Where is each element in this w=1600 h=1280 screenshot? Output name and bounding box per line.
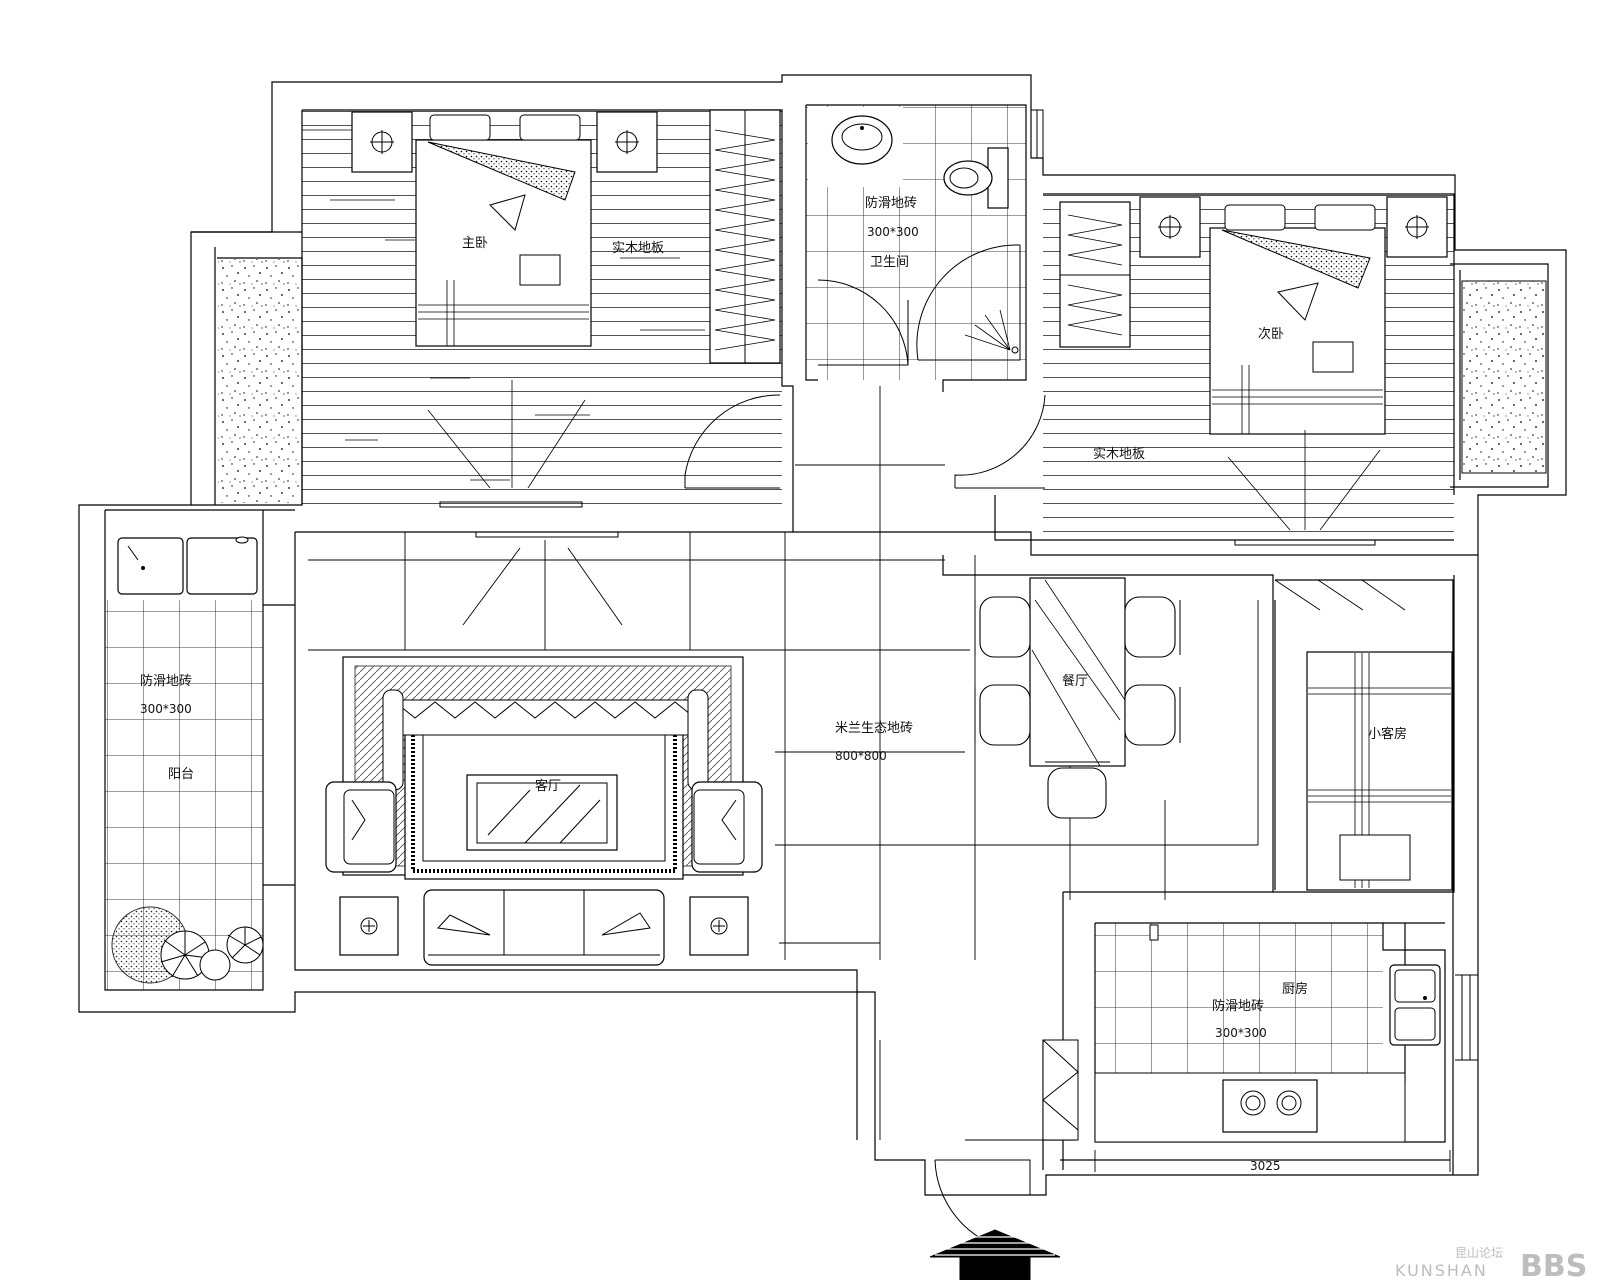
kitchen-floor-label: 防滑地砖 [1212, 998, 1264, 1014]
dimension-label: 3025 [1250, 1159, 1281, 1173]
guest-room-label: 小客房 [1368, 726, 1407, 742]
living-room-label: 客厅 [535, 778, 561, 794]
watermark-cn: 昆山论坛 [1455, 1246, 1503, 1260]
balcony-spec-label: 300*300 [140, 702, 192, 716]
watermark: 昆山论坛 KUNSHAN BBS [1395, 1246, 1587, 1280]
master-floor-label: 实木地板 [612, 241, 664, 256]
bathroom-spec-label: 300*300 [867, 225, 919, 239]
master-bedroom: 主卧 实木地板 [302, 109, 782, 505]
bathroom-floor-label: 防滑地砖 [865, 195, 917, 211]
second-bedroom: 次卧 实木地板 [954, 194, 1454, 540]
living-room: 客厅 米兰生态地砖 800*800 [325, 656, 913, 966]
watermark-en: KUNSHAN [1395, 1261, 1488, 1280]
living-spec-label: 800*800 [835, 749, 887, 763]
balcony-label: 阳台 [168, 767, 194, 782]
watermark-logo: BBS [1520, 1249, 1587, 1280]
kitchen-label: 厨房 [1282, 981, 1308, 997]
kitchen: 防滑地砖 300*300 厨房 [1042, 923, 1441, 1143]
balcony-strips [218, 259, 1547, 503]
living-floor-label: 米兰生态地砖 [835, 721, 913, 736]
second-floor-label: 实木地板 [1093, 447, 1145, 462]
guest-room: 小客房 [1274, 579, 1453, 891]
dimension: 3025 [1094, 1150, 1451, 1173]
second-bedroom-label: 次卧 [1258, 326, 1284, 342]
living-grid [308, 386, 1259, 1141]
dining-room: 餐厅 [974, 577, 1181, 819]
kitchen-spec-label: 300*300 [1215, 1026, 1267, 1040]
balcony-floor-label: 防滑地砖 [140, 673, 192, 689]
master-bedroom-label: 主卧 [462, 236, 488, 251]
dining-room-label: 餐厅 [1062, 673, 1088, 689]
entrance [929, 1159, 1061, 1280]
west-balcony: 防滑地砖 300*300 阳台 [105, 536, 264, 990]
bathroom: 防滑地砖 300*300 卫生间 [806, 105, 1026, 380]
bathroom-label: 卫生间 [870, 255, 909, 270]
